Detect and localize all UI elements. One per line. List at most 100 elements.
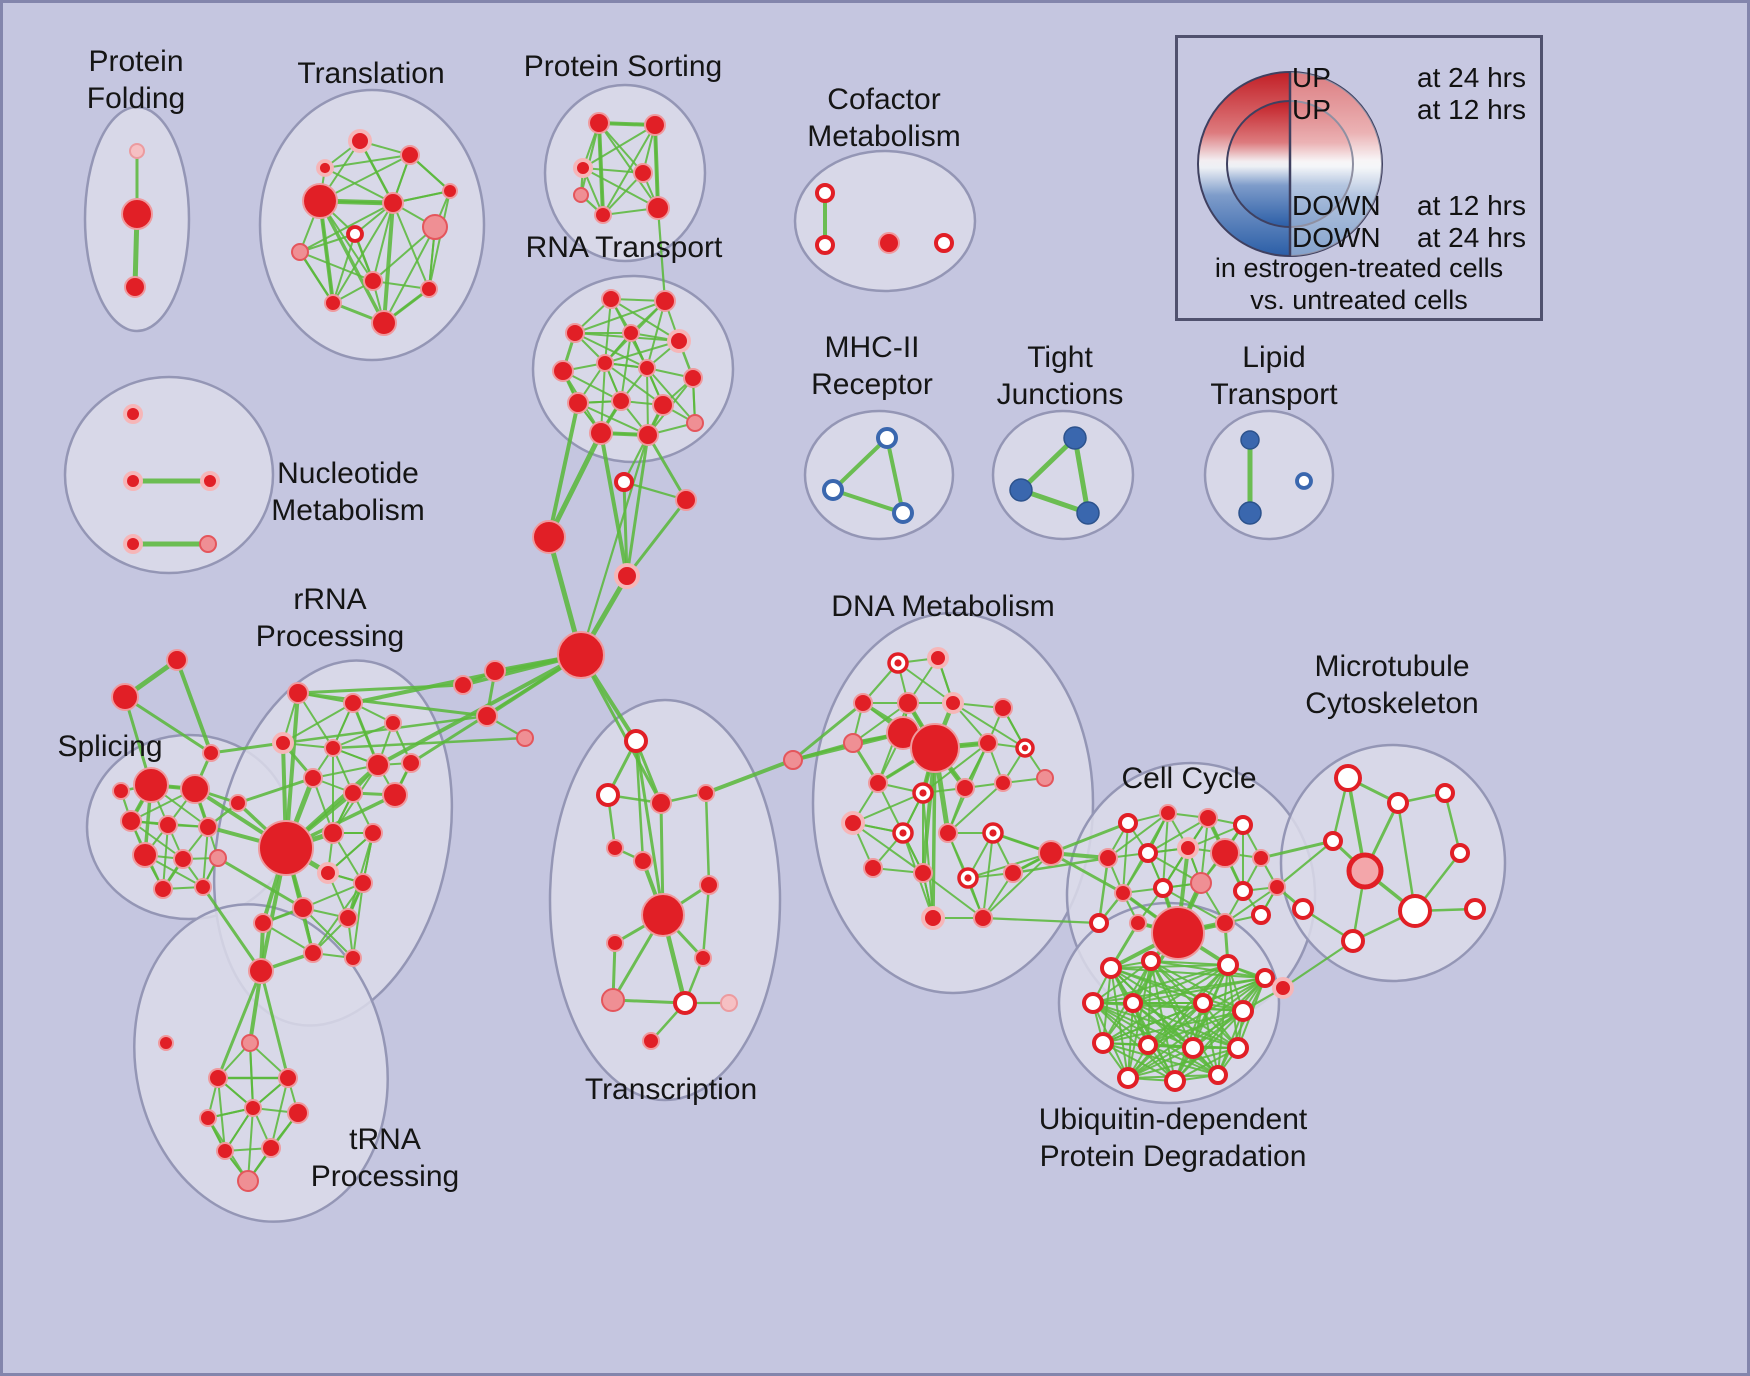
gene-node (720, 994, 738, 1012)
gene-node (1009, 478, 1033, 502)
gene-node (601, 289, 621, 309)
gene-node (938, 823, 958, 843)
network-edge (1150, 960, 1194, 1049)
network-edge (579, 653, 663, 805)
gene-node (892, 502, 914, 524)
network-edge (1224, 886, 1278, 924)
gene-node (646, 196, 670, 220)
gene-node (1153, 878, 1173, 898)
network-edge (1127, 1047, 1239, 1079)
gene-node (815, 235, 835, 255)
gene-node (913, 863, 933, 883)
network-edge (248, 1041, 255, 1110)
network-edge (409, 653, 583, 765)
gene-node (401, 753, 421, 773)
gene-node (420, 280, 438, 298)
network-edge (1443, 791, 1462, 855)
legend-row-up-12hrs: UP at 12 hrs (1292, 95, 1526, 125)
gene-node (132, 842, 158, 868)
network-edge (947, 782, 1004, 834)
gene-node (124, 276, 146, 298)
gene-node (173, 849, 193, 869)
gene-node (1292, 898, 1314, 920)
gene-node (1100, 957, 1122, 979)
network-edge (611, 998, 687, 1005)
network-edge (598, 122, 659, 209)
gene-node (1233, 815, 1253, 835)
legend-direction-label: DOWN (1292, 222, 1381, 253)
network-edge (547, 401, 580, 539)
gene-node (202, 744, 220, 762)
network-edge (704, 791, 711, 887)
network-edge (598, 122, 644, 174)
legend-direction-label: DOWN (1292, 190, 1381, 221)
gene-node (400, 145, 420, 165)
gene-node (596, 783, 620, 807)
network-edge (653, 123, 660, 210)
network-edge (704, 758, 795, 795)
network-edge (620, 332, 632, 402)
legend-time-label: at 24 hrs (1417, 62, 1526, 93)
gene-node (993, 698, 1013, 718)
gene-node (633, 163, 653, 183)
network-edge (201, 885, 263, 973)
gene-node (822, 479, 844, 501)
gene-node (476, 705, 498, 727)
gene-node (1227, 1037, 1249, 1059)
network-edge (791, 701, 865, 762)
gene-node (200, 471, 220, 491)
gene-node (614, 472, 634, 492)
gene-node-core (1021, 744, 1029, 752)
gene-node (343, 783, 363, 803)
gene-node (622, 324, 640, 342)
gene-node (229, 794, 247, 812)
gene-node (699, 875, 719, 895)
gene-node (868, 773, 888, 793)
network-edge (1192, 977, 1266, 1049)
network-edge (1107, 812, 1169, 859)
network-edge (1127, 1002, 1204, 1079)
gene-node (1177, 837, 1199, 859)
gene-node (934, 233, 954, 253)
gene-node (1323, 831, 1343, 851)
network-edge (382, 201, 395, 325)
gene-node (1435, 783, 1455, 803)
gene-node (1272, 977, 1294, 999)
gene-node (111, 683, 139, 711)
gene-node (208, 1068, 228, 1088)
gene-node (633, 851, 653, 871)
gene-node (1232, 1000, 1254, 1022)
network-edge (922, 792, 934, 919)
gene-node (675, 489, 697, 511)
gene-node-core (899, 829, 907, 837)
gene-node (1076, 501, 1100, 525)
gene-node (1210, 838, 1240, 868)
gene-node (316, 159, 334, 177)
gene-node (1464, 898, 1486, 920)
network-edge (982, 852, 1052, 919)
gene-node (573, 187, 589, 203)
gene-node (1398, 894, 1432, 928)
gene-node (253, 913, 273, 933)
network-edge (1147, 1044, 1219, 1076)
gene-node (453, 675, 473, 695)
network-edge (656, 206, 667, 303)
gene-node (1098, 848, 1118, 868)
network-edge (428, 190, 451, 290)
gene-node (1295, 472, 1313, 490)
gene-node (241, 1034, 259, 1052)
network-edge (1132, 977, 1266, 1004)
gene-node (1092, 1032, 1114, 1054)
gene-node (1151, 906, 1205, 960)
gene-node (1252, 849, 1270, 867)
gene-node (209, 849, 227, 867)
gene-node (624, 729, 648, 753)
gene-node (683, 368, 703, 388)
gene-node (129, 143, 145, 159)
gene-node (552, 360, 574, 382)
gene-node (1233, 881, 1253, 901)
network-edge (1102, 1042, 1176, 1082)
gene-node (921, 906, 945, 930)
gene-node (973, 908, 993, 928)
